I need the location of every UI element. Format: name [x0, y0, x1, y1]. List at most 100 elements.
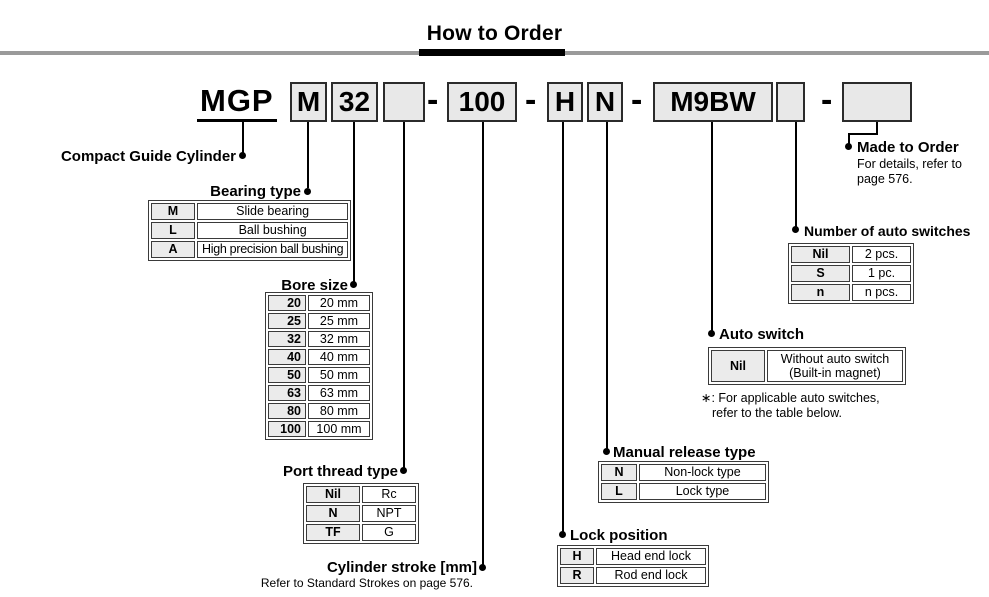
- connector-bore-dot: [350, 281, 357, 288]
- bore-size-title: Bore size: [281, 277, 348, 294]
- desc-cell: Head end lock: [596, 548, 706, 565]
- table-row: 63 63 mm: [268, 385, 370, 401]
- auto-switch-qty-box: [776, 82, 805, 122]
- manual-release-type-table: N Non-lock type L Lock type: [598, 461, 769, 503]
- separator-dash: -: [427, 81, 439, 119]
- table-row: TF G: [306, 524, 416, 541]
- desc-line-2: (Built-in magnet): [789, 366, 881, 380]
- desc-cell: 40 mm: [308, 349, 370, 365]
- model-prefix: MGP: [197, 82, 277, 122]
- connector-made-to-order-line: [876, 122, 878, 135]
- stroke-box: 100: [447, 82, 517, 122]
- code-cell: N: [601, 464, 637, 481]
- connector-made-to-order-elbow: [848, 133, 878, 135]
- connector-made-to-order-dot: [845, 143, 852, 150]
- connector-lock-position-line: [562, 122, 564, 532]
- desc-cell: 2 pcs.: [852, 246, 911, 263]
- bearing-type-title: Bearing type: [210, 183, 301, 200]
- desc-cell: Lock type: [639, 483, 766, 500]
- code-cell: 25: [268, 313, 306, 329]
- table-row: H Head end lock: [560, 548, 706, 565]
- port-thread-type-table: Nil Rc N NPT TF G: [303, 483, 419, 544]
- code-cell: H: [560, 548, 594, 565]
- table-row: N NPT: [306, 505, 416, 522]
- page-title: How to Order: [426, 22, 563, 45]
- code-cell: S: [791, 265, 850, 282]
- lock-position-table: H Head end lock R Rod end lock: [557, 545, 709, 587]
- code-cell: 100: [268, 421, 306, 437]
- manual-release-box: N: [587, 82, 623, 122]
- desc-cell: Non-lock type: [639, 464, 766, 481]
- desc-line-1: Without auto switch: [780, 352, 890, 366]
- made-to-order-title: Made to Order: [857, 139, 959, 156]
- code-cell: Nil: [791, 246, 850, 263]
- made-to-order-note-line-1: For details, refer to: [857, 157, 962, 171]
- connector-qty-line: [795, 122, 797, 227]
- desc-cell: Ball bushing: [197, 222, 349, 239]
- auto-switch-note-line-2: refer to the table below.: [712, 406, 842, 420]
- connector-stroke-line: [482, 122, 484, 565]
- made-to-order-note-line-2: page 576.: [857, 172, 913, 186]
- bore-size-box: 32: [331, 82, 378, 122]
- table-row: R Rod end lock: [560, 567, 706, 584]
- table-row: L Lock type: [601, 483, 766, 500]
- table-row: n n pcs.: [791, 284, 911, 301]
- code-cell: Nil: [306, 486, 360, 503]
- table-row: S 1 pc.: [791, 265, 911, 282]
- code-cell: L: [151, 222, 195, 239]
- desc-cell: 100 mm: [308, 421, 370, 437]
- table-row: Nil Rc: [306, 486, 416, 503]
- table-row: 40 40 mm: [268, 349, 370, 365]
- connector-manual-release-dot: [603, 448, 610, 455]
- code-cell: A: [151, 241, 195, 258]
- bearing-type-box: M: [290, 82, 327, 122]
- connector-port-thread-dot: [400, 467, 407, 474]
- desc-cell: 32 mm: [308, 331, 370, 347]
- header-title-underline: [419, 49, 565, 56]
- connector-port-thread-line: [403, 122, 405, 468]
- connector-auto-switch-line: [711, 122, 713, 331]
- desc-cell: NPT: [362, 505, 416, 522]
- cylinder-stroke-note: Refer to Standard Strokes on page 576.: [260, 576, 473, 590]
- table-row: A High precision ball bushing: [151, 241, 349, 258]
- table-row: Nil Without auto switch (Built-in magnet…: [711, 350, 903, 382]
- desc-cell: Slide bearing: [197, 203, 349, 220]
- auto-switch-table: Nil Without auto switch (Built-in magnet…: [708, 347, 906, 385]
- connector-compact-guide-line: [242, 122, 244, 153]
- code-cell: Nil: [711, 350, 765, 382]
- desc-cell: Rod end lock: [596, 567, 706, 584]
- table-row: 20 20 mm: [268, 295, 370, 311]
- table-row: 25 25 mm: [268, 313, 370, 329]
- code-cell: 20: [268, 295, 306, 311]
- connector-lock-position-dot: [559, 531, 566, 538]
- desc-cell: 20 mm: [308, 295, 370, 311]
- desc-cell: High precision ball bushing: [197, 241, 349, 258]
- connector-manual-release-line: [606, 122, 608, 449]
- number-of-auto-switches-title: Number of auto switches: [804, 223, 971, 239]
- table-row: M Slide bearing: [151, 203, 349, 220]
- code-cell: 80: [268, 403, 306, 419]
- table-row: 100 100 mm: [268, 421, 370, 437]
- table-row: 50 50 mm: [268, 367, 370, 383]
- table-row: 32 32 mm: [268, 331, 370, 347]
- connector-auto-switch-dot: [708, 330, 715, 337]
- number-of-auto-switches-table: Nil 2 pcs. S 1 pc. n n pcs.: [788, 243, 914, 304]
- separator-dash: -: [631, 81, 643, 119]
- compact-guide-cylinder-label: Compact Guide Cylinder: [60, 148, 236, 165]
- code-cell: 63: [268, 385, 306, 401]
- desc-cell: Rc: [362, 486, 416, 503]
- table-row: 80 80 mm: [268, 403, 370, 419]
- made-to-order-box: [842, 82, 912, 122]
- code-cell: TF: [306, 524, 360, 541]
- connector-qty-dot: [792, 226, 799, 233]
- auto-switch-box: M9BW: [653, 82, 773, 122]
- desc-cell: 1 pc.: [852, 265, 911, 282]
- desc-cell: G: [362, 524, 416, 541]
- bearing-type-table: M Slide bearing L Ball bushing A High pr…: [148, 200, 352, 261]
- table-row: N Non-lock type: [601, 464, 766, 481]
- lock-position-box: H: [547, 82, 583, 122]
- desc-cell: 50 mm: [308, 367, 370, 383]
- code-cell: 40: [268, 349, 306, 365]
- connector-bearing-dot: [304, 188, 311, 195]
